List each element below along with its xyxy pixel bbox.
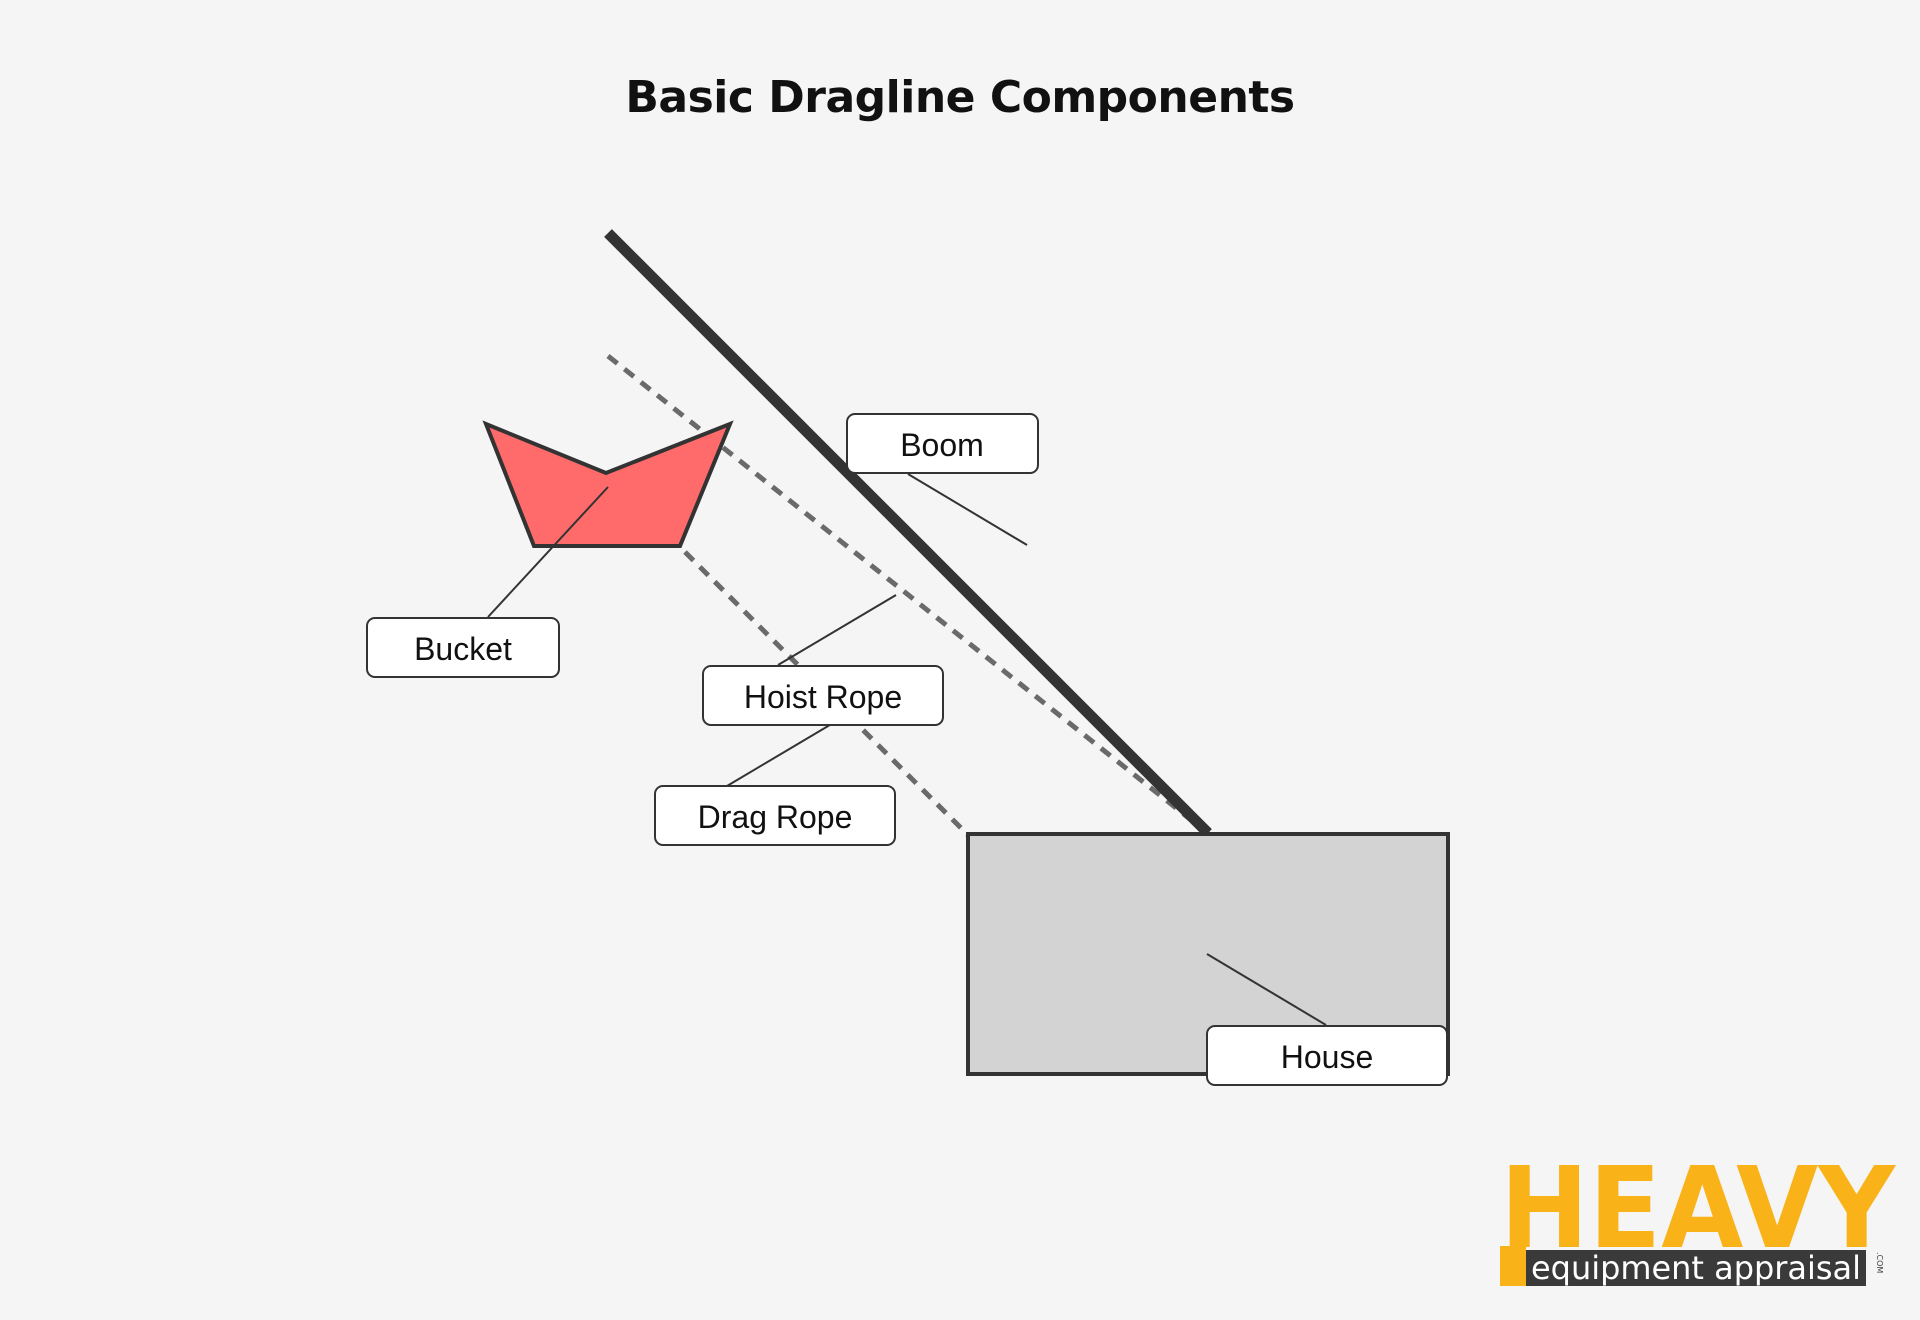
- boom-line: [604, 229, 1212, 837]
- hoist-rope-label-text: Hoist Rope: [744, 679, 902, 715]
- bucket-shape: [482, 420, 734, 548]
- bucket-label: Bucket: [366, 617, 560, 678]
- hoist-rope-label: Hoist Rope: [702, 665, 944, 726]
- house-label-text: House: [1281, 1039, 1374, 1075]
- drag-rope-label-text: Drag Rope: [698, 799, 853, 835]
- logo-left-bar: [1500, 1246, 1526, 1286]
- logo-sub-text: equipment appraisal: [1531, 1249, 1861, 1287]
- diagram-title: Basic Dragline Components: [625, 72, 1295, 123]
- house-leader: [1206, 953, 1327, 1026]
- bucket-leader: [487, 486, 609, 618]
- hoist-rope-leader: [777, 594, 897, 666]
- drag-rope-leader: [726, 715, 846, 787]
- boom-label-text: Boom: [900, 427, 984, 463]
- boom-leader: [907, 473, 1028, 546]
- house-label: House: [1206, 1025, 1448, 1086]
- drag-rope-label: Drag Rope: [654, 785, 896, 846]
- heavy-equipment-appraisal-logo: HEAVY equipment appraisal .COM: [1500, 1144, 1897, 1287]
- bucket-label-text: Bucket: [414, 631, 512, 667]
- logo-suffix-text: .COM: [1875, 1252, 1884, 1273]
- boom-label: Boom: [846, 413, 1039, 474]
- logo-sub-band: [1526, 1250, 1866, 1286]
